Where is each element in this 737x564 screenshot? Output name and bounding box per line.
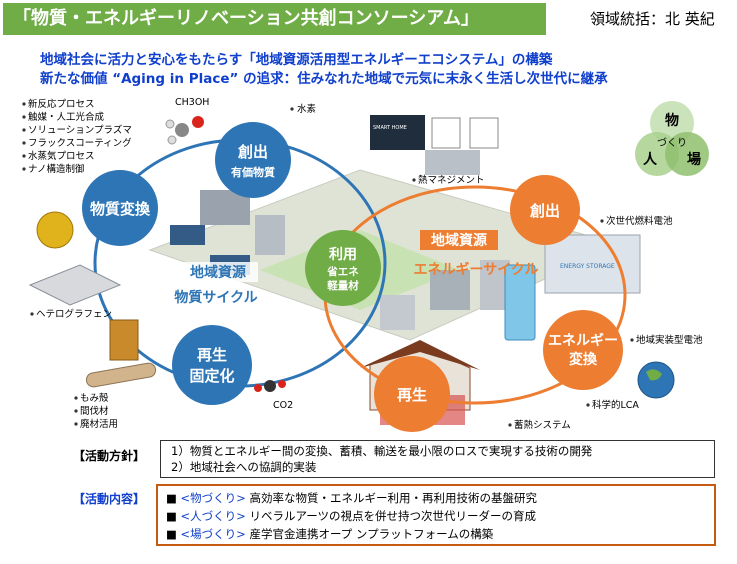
svg-text:水蒸気プロセス: 水蒸気プロセス bbox=[28, 150, 95, 162]
svg-text:物質変換: 物質変換 bbox=[90, 200, 151, 218]
node-energy-create: 創出 bbox=[510, 175, 580, 245]
activity-item: ■ <人づくり> リベラルアーツの視点を併せ持つ次世代リーダーの育成 bbox=[166, 507, 706, 525]
node-energy-regen: 再生 bbox=[374, 356, 450, 432]
activity-item: ■ <場づくり> 産学官金連携オープ ンプラットフォームの構築 bbox=[166, 525, 706, 543]
cycle-diagram: 地域資源 物質サイクル 地域資源 エネルギーサイクル 創出 有価物質 物質変換 … bbox=[22, 97, 709, 432]
methanol-molecule-icon bbox=[165, 116, 204, 145]
co2-molecule-icon bbox=[254, 380, 286, 392]
svg-text:フラックスコーティング: フラックスコーティング bbox=[28, 137, 132, 149]
material-cycle-title-1: 地域資源 bbox=[190, 264, 246, 281]
svg-text:再生: 再生 bbox=[397, 386, 427, 404]
svg-text:間伐材: 間伐材 bbox=[80, 405, 109, 417]
smart-home-label: SMART HOME bbox=[373, 125, 407, 131]
page-title: 「物質・エネルギーリノベーション共創コンソーシアム」 bbox=[3, 3, 546, 35]
globe-icon bbox=[637, 361, 675, 399]
svg-text:触媒・人工光合成: 触媒・人工光合成 bbox=[28, 111, 105, 123]
svg-text:もみ殻: もみ殻 bbox=[80, 392, 109, 404]
svg-text:ソリューションプラズマ: ソリューションプラズマ bbox=[28, 124, 132, 136]
activity-text: リベラルアーツの視点を併せ持つ次世代リーダーの育成 bbox=[249, 509, 537, 523]
svg-text:省エネ: 省エネ bbox=[326, 265, 359, 278]
svg-text:再生: 再生 bbox=[197, 346, 227, 364]
svg-text:軽量材: 軽量材 bbox=[327, 279, 359, 292]
bullet-icon: ■ bbox=[166, 509, 177, 523]
subtitle-line-2: 新たな価値 “Aging in Place” の追求：住みなれた地域で元気に末永… bbox=[40, 71, 608, 87]
activity-keyword: <場づくり> bbox=[180, 527, 246, 541]
policy-box: 1）物質とエネルギー間の変換、蓄積、輸送を最小限のロスで実現する技術の開発 2）… bbox=[160, 440, 715, 478]
hydrogen-label: 水素 bbox=[297, 103, 317, 115]
leader-name: 領域統括：北 英紀 bbox=[590, 10, 715, 28]
heat-management-label: 熱マネジメント bbox=[418, 174, 485, 186]
activity-label: 【活動内容】 bbox=[73, 492, 146, 506]
svg-text:人: 人 bbox=[643, 151, 658, 168]
energy-cycle-title-2: エネルギーサイクル bbox=[413, 261, 538, 278]
svg-text:エネルギー: エネルギー bbox=[548, 332, 618, 349]
svg-text:創出: 創出 bbox=[529, 202, 560, 220]
nanomaterial-sphere-icon bbox=[36, 211, 74, 249]
bullet-icon: ■ bbox=[166, 491, 177, 505]
activity-text: 産学官金連携オープ ンプラットフォームの構築 bbox=[249, 527, 494, 541]
left-bullet-list: 新反応プロセス 触媒・人工光合成 ソリューションプラズマ フラックスコーティング… bbox=[22, 98, 132, 175]
activity-keyword: <物づくり> bbox=[180, 491, 246, 505]
policy-item: 2）地域社会への協調的実装 bbox=[171, 460, 317, 474]
svg-text:新反応プロセス: 新反応プロセス bbox=[28, 98, 95, 110]
svg-text:創出: 創出 bbox=[237, 143, 268, 161]
lca-label: 科学的LCA bbox=[592, 399, 639, 411]
material-cycle-title-2: 物質サイクル bbox=[174, 289, 257, 306]
biomass-list: もみ殻 間伐材 廃材活用 bbox=[74, 392, 118, 430]
activity-keyword: <人づくり> bbox=[180, 509, 246, 523]
subtitle-line-1: 地域社会に活力と安心をもたらす「地域資源活用型エネルギーエコシステム」の構築 bbox=[40, 52, 553, 68]
svg-text:物: 物 bbox=[665, 112, 679, 129]
bullet-icon: ■ bbox=[166, 527, 177, 541]
methanol-label: CH3OH bbox=[175, 97, 209, 108]
zukuri-venn: 物 づくり 人 場 bbox=[635, 101, 709, 176]
svg-text:固定化: 固定化 bbox=[189, 367, 234, 385]
grid-battery-label: 地域実装型電池 bbox=[636, 334, 703, 346]
node-material-create: 創出 有価物質 bbox=[215, 122, 291, 198]
graphene-sheet-icon bbox=[28, 264, 122, 306]
energy-storage-label: ENERGY STORAGE bbox=[560, 263, 615, 270]
policy-item: 1）物質とエネルギー間の変換、蓄積、輸送を最小限のロスで実現する技術の開発 bbox=[171, 444, 593, 458]
bio-oil-jar-icon bbox=[109, 319, 139, 361]
heterographene-label: ヘテログラフェン bbox=[36, 308, 112, 320]
timber-icon bbox=[85, 362, 157, 388]
svg-text:ナノ構造制御: ナノ構造制御 bbox=[28, 163, 85, 175]
activity-text: 高効率な物質・エネルギー利用・再利用技術の基盤研究 bbox=[249, 491, 537, 505]
svg-text:有価物質: 有価物質 bbox=[231, 165, 275, 179]
activity-item: ■ <物づくり> 高効率な物質・エネルギー利用・再利用技術の基盤研究 bbox=[166, 489, 706, 507]
node-material-regen: 再生 固定化 bbox=[172, 325, 252, 405]
node-material-convert: 物質変換 bbox=[82, 170, 158, 246]
svg-text:変換: 変換 bbox=[569, 351, 598, 368]
node-energy-convert: エネルギー 変換 bbox=[543, 310, 623, 390]
co2-label: CO2 bbox=[273, 400, 293, 411]
svg-text:づくり: づくり bbox=[657, 137, 687, 149]
svg-text:利用: 利用 bbox=[329, 246, 357, 263]
fuel-cell-label: 次世代燃料電池 bbox=[606, 215, 673, 227]
activity-box: ■ <物づくり> 高効率な物質・エネルギー利用・再利用技術の基盤研究 ■ <人づ… bbox=[156, 484, 716, 546]
energy-cycle-title-1: 地域資源 bbox=[431, 232, 487, 249]
heat-storage-label: 蓄熱システム bbox=[514, 419, 571, 431]
policy-label: 【活動方針】 bbox=[73, 449, 146, 463]
node-use: 利用 省エネ 軽量材 bbox=[305, 230, 381, 306]
svg-text:場: 場 bbox=[687, 151, 701, 168]
svg-text:廃材活用: 廃材活用 bbox=[80, 418, 118, 430]
